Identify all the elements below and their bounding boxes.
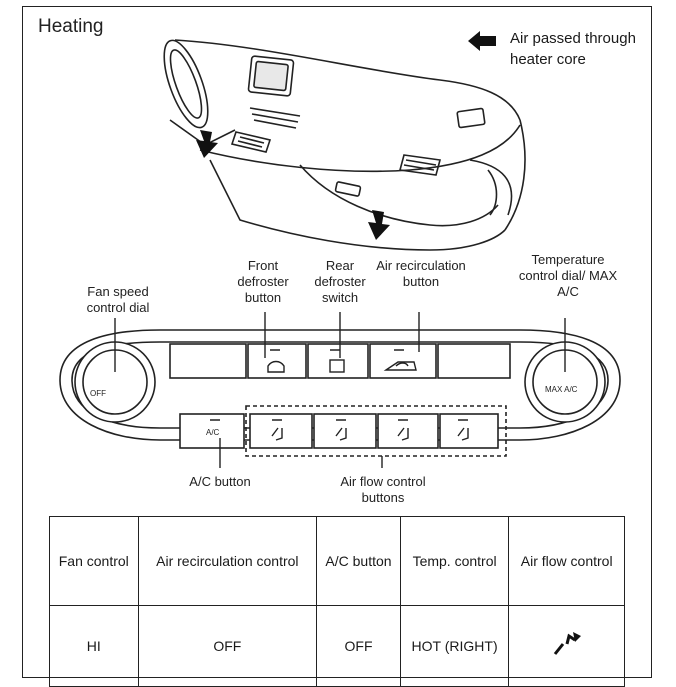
leader-lines xyxy=(114,312,566,468)
front-defroster-label: Front defroster button xyxy=(237,258,289,305)
header-fan-control: Fan control xyxy=(49,516,139,606)
header-air-flow: Air flow control xyxy=(508,516,625,606)
airflow-defrost-floor-icon xyxy=(457,427,469,441)
value-recirc: OFF xyxy=(137,605,318,687)
legend-text: Air passed through heater core xyxy=(510,30,636,68)
diagram-title: Heating xyxy=(38,16,104,37)
rear-defroster-label: Rear defroster switch xyxy=(314,258,366,305)
ac-panel-text: A/C xyxy=(206,428,220,437)
fan-off-text: OFF xyxy=(90,389,106,398)
down-arrow-center xyxy=(368,210,390,240)
settings-table: Fan control Air recirculation control A/… xyxy=(49,516,625,687)
header-air-recirc: Air recirculation control xyxy=(137,516,318,606)
value-fan: HI xyxy=(49,605,139,687)
value-airflow-cell xyxy=(508,605,625,687)
max-ac-text: MAX A/C xyxy=(545,385,578,394)
value-temp: HOT (RIGHT) xyxy=(399,605,510,687)
table-header-row: Fan control Air recirculation control A/… xyxy=(49,516,625,606)
down-arrow-left xyxy=(196,130,218,158)
table-value-row: HI OFF OFF HOT (RIGHT) xyxy=(49,605,625,687)
value-ac: OFF xyxy=(316,605,401,687)
floor-flow-arrows xyxy=(196,130,390,240)
header-ac-button: A/C button xyxy=(316,516,401,606)
airflow-bilevel-icon xyxy=(335,427,347,441)
front-defroster-icon xyxy=(267,360,285,373)
floor-airflow-icon xyxy=(553,632,581,655)
control-panel xyxy=(59,329,621,457)
recirculation-icon xyxy=(383,361,417,371)
airflow-face-icon xyxy=(271,427,283,441)
recirc-label: Air recirculation button xyxy=(376,258,466,289)
temp-dial-label: Temperature control dial/ MAX A/C xyxy=(518,252,618,299)
airflow-buttons-label: Air flow control buttons xyxy=(340,474,426,505)
header-temp-control: Temp. control xyxy=(399,516,510,606)
fan-dial-label: Fan speed control dial xyxy=(86,284,150,315)
airflow-floor-icon xyxy=(397,427,409,441)
ac-button-label: A/C button xyxy=(189,474,251,489)
rear-defroster-icon xyxy=(329,359,345,373)
black-left-arrow-icon xyxy=(468,31,496,51)
dashboard-illustration: OFF MAX A/C A/C xyxy=(59,39,621,468)
